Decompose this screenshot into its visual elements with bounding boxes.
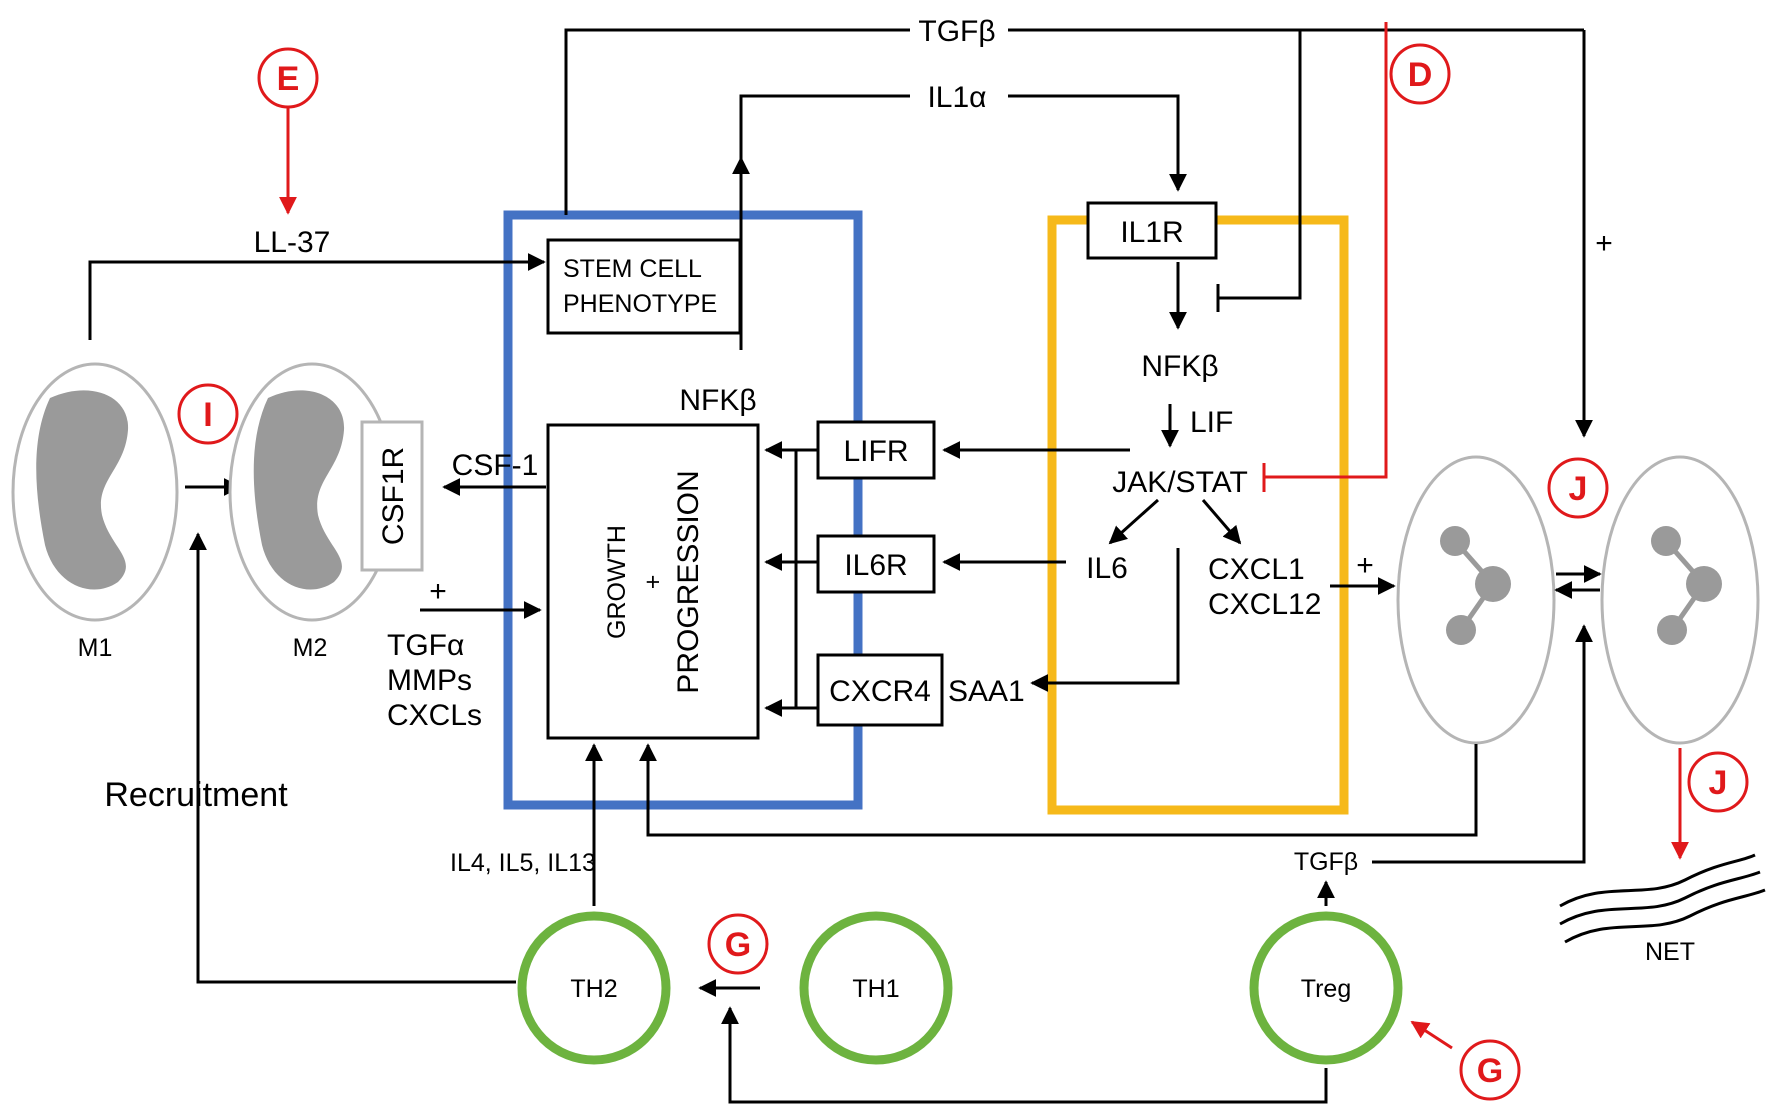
m1-nucleus: [36, 390, 129, 590]
th2-label: TH2: [570, 975, 617, 1003]
csf1r-label: CSF1R: [377, 447, 410, 545]
marker-d-circle: [1389, 43, 1451, 105]
il1r-box: [1086, 201, 1218, 260]
cxcl1-label: CXCL1: [1208, 553, 1305, 586]
neutrophil-left-nucleus: [1440, 526, 1511, 645]
recruitment-arrow: [189, 532, 516, 984]
jak-stat-label: JAK/STAT: [1112, 466, 1248, 499]
csf1-label: CSF-1: [452, 449, 539, 482]
lif-label: LIF: [1190, 406, 1233, 439]
tgfb-treg-to-neutrophil-arrow: [1372, 624, 1593, 864]
jak-to-il6-arrow: [1108, 498, 1160, 545]
marker-g-mid-circle: [707, 913, 769, 975]
csf1r-box: [360, 420, 424, 572]
stem-cell-line2: PHENOTYPE: [563, 290, 717, 318]
ll37-arrow: [88, 253, 546, 340]
treg-label: Treg: [1301, 975, 1351, 1003]
il6-to-saa1-arrow: [1030, 548, 1180, 692]
jak-to-cxcl-arrow: [1201, 499, 1242, 545]
marker-j-top-label: J: [1569, 470, 1588, 508]
il6r-box: [816, 534, 936, 594]
stem-cell-phenotype-box: [546, 238, 742, 335]
nfkb-left-label: NFKβ: [679, 384, 756, 417]
tgfb-top-label: TGFβ: [918, 15, 995, 48]
treg-cell: [1249, 911, 1403, 1065]
neutrophil-to-growth-arrow: [639, 743, 1478, 837]
il1a-label: IL1α: [927, 81, 986, 114]
marker-j-net-circle: [1687, 751, 1749, 813]
marker-g-bottom-circle: [1459, 1039, 1521, 1101]
marker-j-net-label: J: [1709, 764, 1728, 802]
th2-cell: [517, 911, 671, 1065]
saa1-label: SAA1: [948, 675, 1025, 708]
growth-plus-label: +: [639, 575, 667, 590]
cxcr4-label: CXCR4: [829, 675, 931, 708]
m2-label: M2: [293, 634, 328, 662]
plus-cxcl-label: +: [1356, 549, 1374, 582]
marker-g-bottom-arrow: [1410, 1020, 1453, 1050]
nfkb-right-label: NFKβ: [1141, 350, 1218, 383]
cxcl12-label: CXCL12: [1208, 588, 1321, 621]
marker-g-bottom-label: G: [1477, 1052, 1503, 1090]
marker-j-top-circle: [1547, 457, 1609, 519]
th1-cell: [799, 911, 953, 1065]
growth-progression-box: [546, 423, 760, 740]
tgfa-label: TGFα: [387, 629, 464, 662]
progression-label: PROGRESSION: [672, 470, 705, 693]
mmps-label: MMPs: [387, 664, 472, 697]
plus-right-label: +: [1595, 227, 1613, 260]
il1r-label: IL1R: [1120, 216, 1183, 249]
recruitment-label: Recruitment: [104, 776, 288, 814]
neutrophil-right: [1600, 455, 1760, 745]
il6r-label: IL6R: [844, 549, 907, 582]
net-strands-icon: [1559, 853, 1766, 944]
stromal-cell-compartment: [1047, 215, 1349, 815]
marker-e-label: E: [277, 60, 300, 98]
m1-label: M1: [78, 634, 113, 662]
il4513-label: IL4, IL5, IL13: [450, 849, 596, 877]
net-label: NET: [1645, 938, 1695, 966]
m2-nucleus: [253, 390, 345, 590]
plus-left-label: +: [429, 575, 447, 608]
neutrophil-right-nucleus: [1651, 526, 1722, 645]
ll37-label: LL-37: [254, 226, 331, 259]
th1-label: TH1: [852, 975, 899, 1003]
cxcr4-box: [816, 653, 944, 727]
neutrophil-left: [1396, 455, 1556, 745]
stem-cell-line1: STEM CELL: [563, 255, 702, 283]
marker-i-label: I: [203, 396, 212, 434]
growth-label: GROWTH: [603, 525, 631, 639]
marker-d-inhibition: [1262, 22, 1388, 492]
receptor-bus: [764, 441, 818, 717]
il6-label: IL6: [1086, 552, 1128, 585]
cxcls-label: CXCLs: [387, 699, 482, 732]
lifr-box: [816, 420, 936, 480]
marker-i-circle: [177, 383, 239, 445]
treg-to-th2-arrow: [721, 1006, 1328, 1104]
tgfb-treg-label: TGFβ: [1294, 848, 1358, 876]
marker-g-mid-label: G: [725, 926, 751, 964]
lifr-label: LIFR: [843, 435, 908, 468]
tumor-cell-compartment: [503, 210, 863, 810]
tgfb-top-pathway: [564, 28, 1593, 438]
marker-d-label: D: [1408, 56, 1433, 94]
